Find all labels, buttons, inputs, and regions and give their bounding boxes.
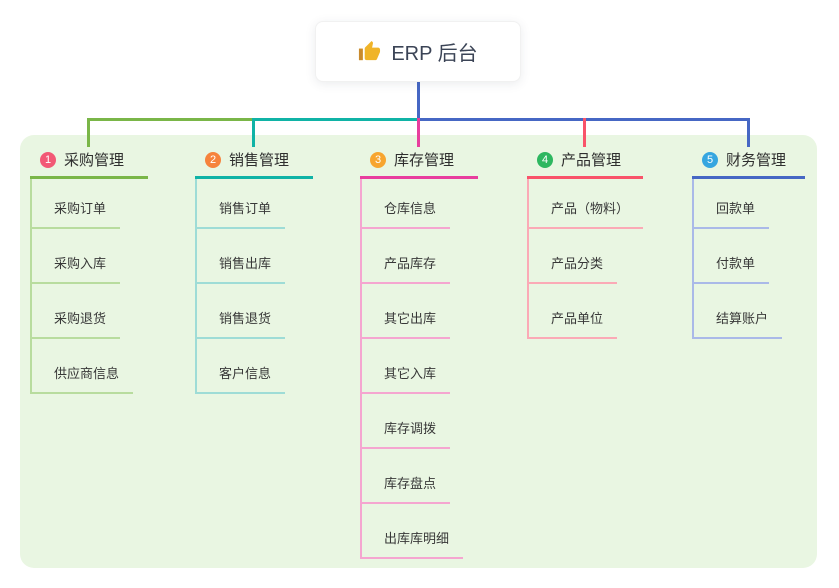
root-node-label: ERP 后台: [391, 43, 478, 65]
branch-product: 4 产品管理 产品（物料） 产品分类 产品单位: [527, 145, 644, 339]
node-collection-doc[interactable]: 回款单: [692, 200, 770, 229]
connector-drop-product: [583, 118, 586, 147]
branch-node-inventory-management[interactable]: 3 库存管理: [360, 145, 478, 179]
node-stock-count[interactable]: 库存盘点: [360, 475, 451, 504]
connector-bus-green: [87, 118, 252, 121]
branch-children: 产品（物料） 产品分类 产品单位: [527, 179, 644, 339]
node-product-stock[interactable]: 产品库存: [360, 255, 451, 284]
node-purchase-return[interactable]: 采购退货: [30, 310, 121, 339]
node-product-unit[interactable]: 产品单位: [527, 310, 618, 339]
root-node[interactable]: ERP 后台: [315, 21, 521, 82]
node-sales-order[interactable]: 销售订单: [195, 200, 286, 229]
branch-finance: 5 财务管理 回款单 付款单 结算账户: [692, 145, 805, 339]
branch-node-finance-management[interactable]: 5 财务管理: [692, 145, 805, 179]
node-product-material[interactable]: 产品（物料）: [527, 200, 644, 229]
node-purchase-order[interactable]: 采购订单: [30, 200, 121, 229]
branch-node-procurement-management[interactable]: 1 采购管理: [30, 145, 148, 179]
node-stock-transfer[interactable]: 库存调拨: [360, 420, 451, 449]
branch-children: 采购订单 采购入库 采购退货 供应商信息: [30, 179, 148, 394]
branch-inventory: 3 库存管理 仓库信息 产品库存 其它出库 其它入库 库存调拨 库存盘点 出库库…: [360, 145, 478, 559]
branch-node-sales-management[interactable]: 2 销售管理: [195, 145, 313, 179]
node-sales-outbound[interactable]: 销售出库: [195, 255, 286, 284]
badge-2: 2: [205, 151, 221, 168]
branch-node-product-management[interactable]: 4 产品管理: [527, 145, 643, 179]
connector-drop-procurement: [87, 118, 90, 147]
badge-4: 4: [537, 151, 553, 168]
branch-children: 仓库信息 产品库存 其它出库 其它入库 库存调拨 库存盘点 出库库明细: [360, 179, 478, 559]
mindmap-background: [20, 135, 817, 568]
branch-label: 采购管理: [64, 152, 125, 169]
connector-bus-teal: [252, 118, 418, 121]
branch-children: 销售订单 销售出库 销售退货 客户信息: [195, 179, 313, 394]
node-sales-return[interactable]: 销售退货: [195, 310, 286, 339]
badge-3: 3: [370, 151, 386, 168]
branch-label: 库存管理: [394, 152, 455, 169]
branch-label: 财务管理: [726, 152, 787, 169]
connector-drop-finance: [747, 118, 750, 147]
badge-1: 1: [40, 151, 56, 168]
badge-5: 5: [702, 151, 718, 168]
node-payment-doc[interactable]: 付款单: [692, 255, 770, 284]
node-customer-info[interactable]: 客户信息: [195, 365, 286, 394]
connector-drop-sales: [252, 118, 255, 147]
node-other-outbound[interactable]: 其它出库: [360, 310, 451, 339]
node-settlement-account[interactable]: 结算账户: [692, 310, 783, 339]
branch-label: 产品管理: [561, 152, 622, 169]
branch-procurement: 1 采购管理 采购订单 采购入库 采购退货 供应商信息: [30, 145, 148, 394]
node-product-category[interactable]: 产品分类: [527, 255, 618, 284]
connector-drop-inventory: [417, 118, 420, 147]
branch-sales: 2 销售管理 销售订单 销售出库 销售退货 客户信息: [195, 145, 313, 394]
branch-label: 销售管理: [229, 152, 290, 169]
branch-children: 回款单 付款单 结算账户: [692, 179, 805, 339]
thumbs-up-icon: [358, 40, 381, 63]
node-purchase-inbound[interactable]: 采购入库: [30, 255, 121, 284]
node-warehouse-info[interactable]: 仓库信息: [360, 200, 451, 229]
connector-root-drop: [417, 82, 420, 119]
node-supplier-info[interactable]: 供应商信息: [30, 365, 134, 394]
node-outbound-detail[interactable]: 出库库明细: [360, 530, 464, 559]
node-other-inbound[interactable]: 其它入库: [360, 365, 451, 394]
